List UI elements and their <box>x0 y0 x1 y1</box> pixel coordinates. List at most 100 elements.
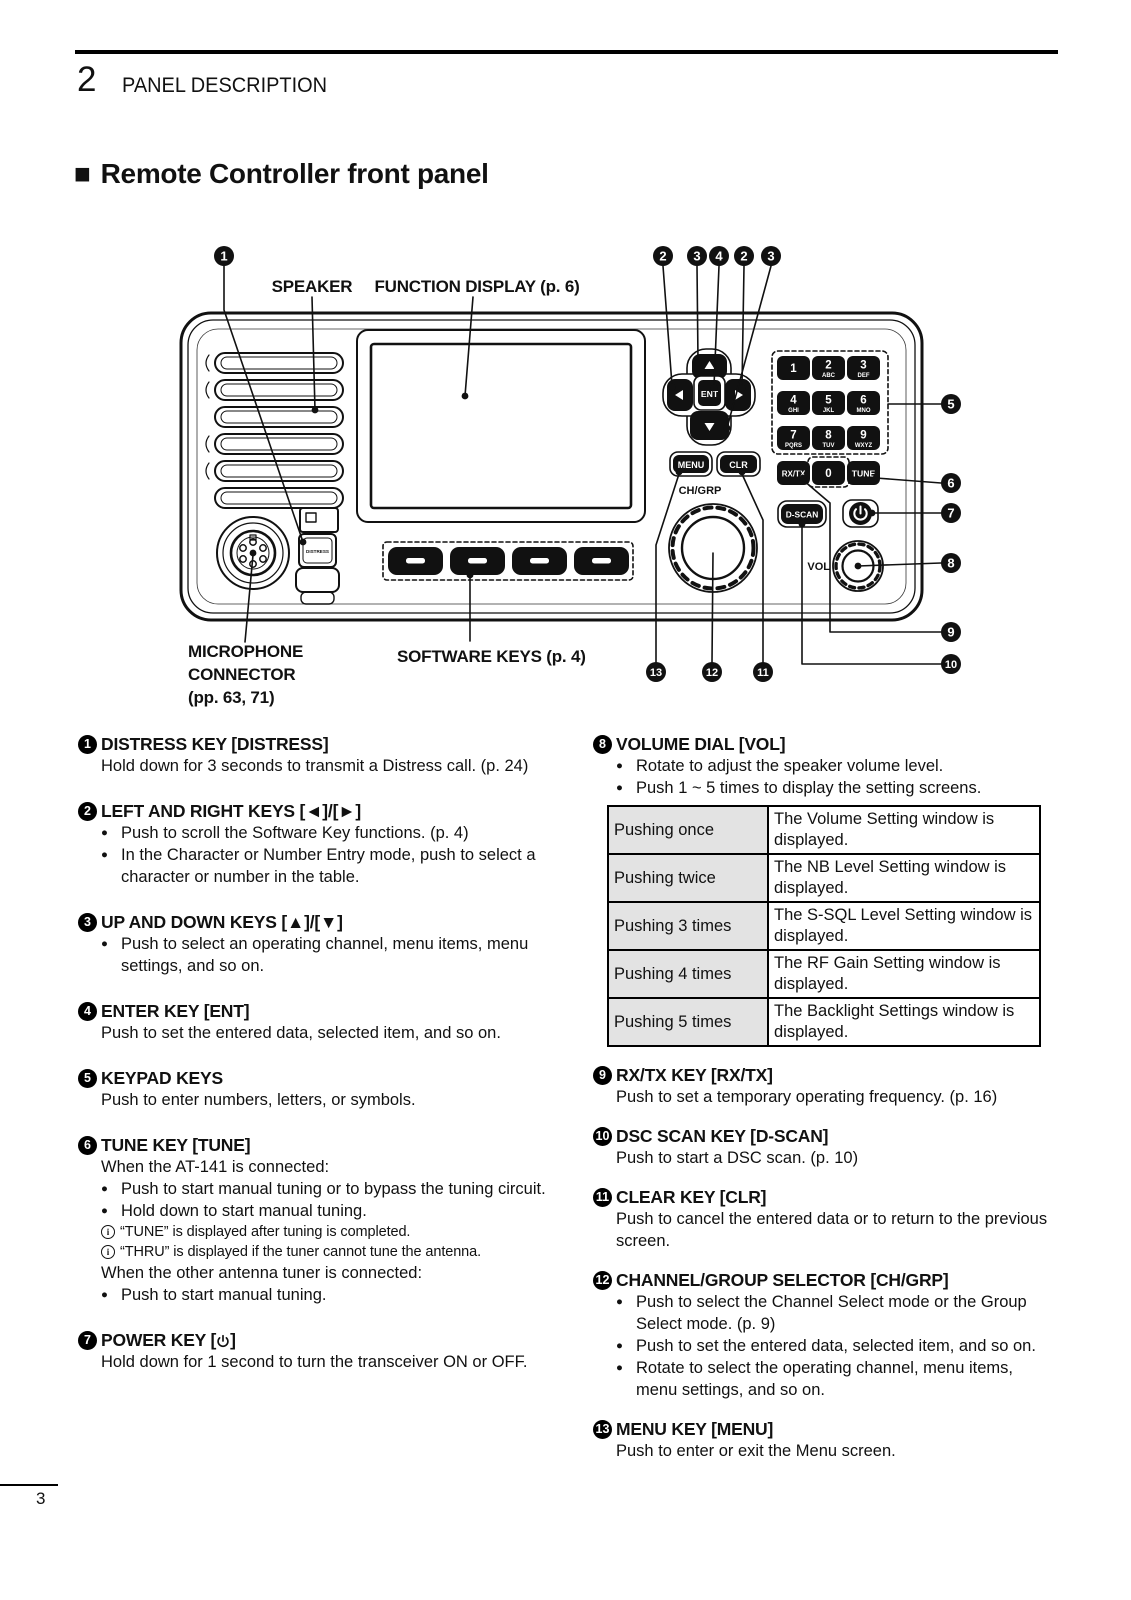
item-title: CHANNEL/GROUP SELECTOR [CH/GRP] <box>616 1270 949 1290</box>
item-menu-key: 13 MENU KEY [MENU] Push to enter or exit… <box>593 1418 1056 1462</box>
svg-text:3: 3 <box>767 249 774 264</box>
item-distress-key: 1 DISTRESS KEY [DISTRESS] Hold down for … <box>78 733 552 777</box>
body-text: When the other antenna tuner is connecte… <box>101 1264 423 1282</box>
body-text: Push to enter numbers, letters, or symbo… <box>101 1091 416 1109</box>
left-column: 1 DISTRESS KEY [DISTRESS] Hold down for … <box>78 733 552 1396</box>
bullet-text: In the Character or Number Entry mode, p… <box>101 844 552 888</box>
svg-text:2: 2 <box>659 249 666 264</box>
table-cell: Pushing 4 times <box>607 949 769 999</box>
info-note: “TUNE” is displayed after tuning is comp… <box>101 1222 552 1242</box>
body-text: Push to set a temporary operating freque… <box>616 1088 998 1106</box>
svg-text:8: 8 <box>947 556 954 571</box>
item-title: DISTRESS KEY [DISTRESS] <box>101 734 329 754</box>
item-number-badge: 12 <box>593 1271 612 1290</box>
chapter-title: PANEL DESCRIPTION <box>122 74 328 97</box>
svg-text:10: 10 <box>945 659 957 671</box>
leader-lines <box>223 265 942 665</box>
svg-text:GHI: GHI <box>788 408 799 414</box>
svg-text:2: 2 <box>825 360 831 372</box>
svg-text:6: 6 <box>860 395 866 407</box>
svg-text:ABC: ABC <box>822 373 836 379</box>
item-title: VOLUME DIAL [VOL] <box>616 734 786 754</box>
body-text: Hold down for 3 seconds to transmit a Di… <box>101 757 529 775</box>
svg-text:8: 8 <box>825 430 832 442</box>
item-number-badge: 13 <box>593 1420 612 1439</box>
function-display <box>356 329 646 523</box>
item-number-badge: 8 <box>593 735 612 754</box>
table-cell: Pushing 3 times <box>607 901 769 951</box>
power-key <box>842 499 879 528</box>
bullet-text: Push to start manual tuning or to bypass… <box>101 1178 552 1200</box>
section-title-text: Remote Controller front panel <box>100 158 489 189</box>
zero-key-icon <box>812 461 845 485</box>
speaker-grille <box>205 352 344 509</box>
item-number-badge: 11 <box>593 1188 612 1207</box>
svg-text:TUNE: TUNE <box>852 469 876 479</box>
svg-text:TUV: TUV <box>823 443 835 449</box>
item-number-badge: 5 <box>78 1069 97 1088</box>
body-text: Hold down for 1 second to turn the trans… <box>101 1353 528 1371</box>
svg-text:DEF: DEF <box>858 373 870 379</box>
bullet-text: Push to start manual tuning. <box>101 1284 552 1306</box>
svg-text:JKL: JKL <box>823 408 835 414</box>
svg-text:11: 11 <box>757 667 769 679</box>
item-left-right-keys: 2 LEFT AND RIGHT KEYS [◄]/[►] Push to sc… <box>78 800 552 888</box>
body-text: Push to start a DSC scan. (p. 10) <box>616 1149 859 1167</box>
table-cell: Pushing once <box>607 805 769 855</box>
chgrp-label: CH/GRP <box>679 485 722 497</box>
svg-text:1: 1 <box>220 249 227 264</box>
item-title: MENU KEY [MENU] <box>616 1419 774 1439</box>
item-number-badge: 3 <box>78 913 97 932</box>
callout-badges: 1 2 3 4 2 3 5 6 7 8 9 10 13 12 11 <box>214 246 961 682</box>
item-title: RX/TX KEY [RX/TX] <box>616 1065 773 1085</box>
item-power-key: 7 POWER KEY [] Hold down for 1 second to… <box>78 1329 552 1373</box>
item-keypad-keys: 5 KEYPAD KEYS Push to enter numbers, let… <box>78 1067 552 1111</box>
item-title: CLEAR KEY [CLR] <box>616 1187 767 1207</box>
front-panel-diagram: DISTRESS <box>179 246 961 707</box>
svg-text:13: 13 <box>650 667 662 679</box>
svg-text:5: 5 <box>825 395 832 407</box>
clr-key: CLR <box>716 451 761 477</box>
svg-text:1: 1 <box>790 363 797 375</box>
svg-text:12: 12 <box>706 667 718 679</box>
svg-text:3: 3 <box>693 249 700 264</box>
header-rule <box>75 50 1058 54</box>
item-title: DSC SCAN KEY [D-SCAN] <box>616 1126 829 1146</box>
item-number-badge: 4 <box>78 1002 97 1021</box>
page-number: 3 <box>36 1489 46 1508</box>
dscan-key: D-SCAN <box>777 500 827 528</box>
distress-key: DISTRESS <box>295 507 340 605</box>
svg-text:3: 3 <box>860 360 866 372</box>
item-tune-key: 6 TUNE KEY [TUNE] When the AT-141 is con… <box>78 1134 552 1306</box>
vol-label: VOL <box>807 561 830 573</box>
svg-text:6: 6 <box>947 476 954 491</box>
table-cell: The RF Gain Setting window is displayed. <box>767 949 1041 999</box>
table-cell: Pushing 5 times <box>607 997 769 1047</box>
bullet-text: Push to select the Channel Select mode o… <box>616 1291 1056 1335</box>
mic-connector-label-1: MICROPHONE <box>188 642 303 661</box>
svg-text:4: 4 <box>715 249 723 264</box>
svg-text:0: 0 <box>825 468 831 480</box>
item-title: POWER KEY [] <box>101 1330 236 1350</box>
svg-text:MENU: MENU <box>678 460 705 470</box>
item-clear-key: 11 CLEAR KEY [CLR] Push to cancel the en… <box>593 1186 1056 1252</box>
item-title: KEYPAD KEYS <box>101 1068 223 1088</box>
power-icon <box>853 505 868 521</box>
mic-connector-label-2: CONNECTOR <box>188 665 295 684</box>
software-keys-label: SOFTWARE KEYS (p. 4) <box>397 647 586 666</box>
svg-text:D-SCAN: D-SCAN <box>786 510 819 520</box>
table-cell: The Backlight Settings window is display… <box>767 997 1041 1047</box>
item-volume-dial: 8 VOLUME DIAL [VOL] Rotate to adjust the… <box>593 733 1056 1047</box>
item-rxtx-key: 9 RX/TX KEY [RX/TX] Push to set a tempor… <box>593 1064 1056 1108</box>
svg-text:ENT: ENT <box>701 389 719 399</box>
body-text: When the AT-141 is connected: <box>101 1158 330 1176</box>
svg-text:5: 5 <box>947 397 954 412</box>
item-title: UP AND DOWN KEYS [▲]/[▼] <box>101 912 343 932</box>
bullet-text: Push to set the entered data, selected i… <box>616 1335 1056 1357</box>
item-enter-key: 4 ENTER KEY [ENT] Push to set the entere… <box>78 1000 552 1044</box>
svg-text:9: 9 <box>947 625 954 640</box>
